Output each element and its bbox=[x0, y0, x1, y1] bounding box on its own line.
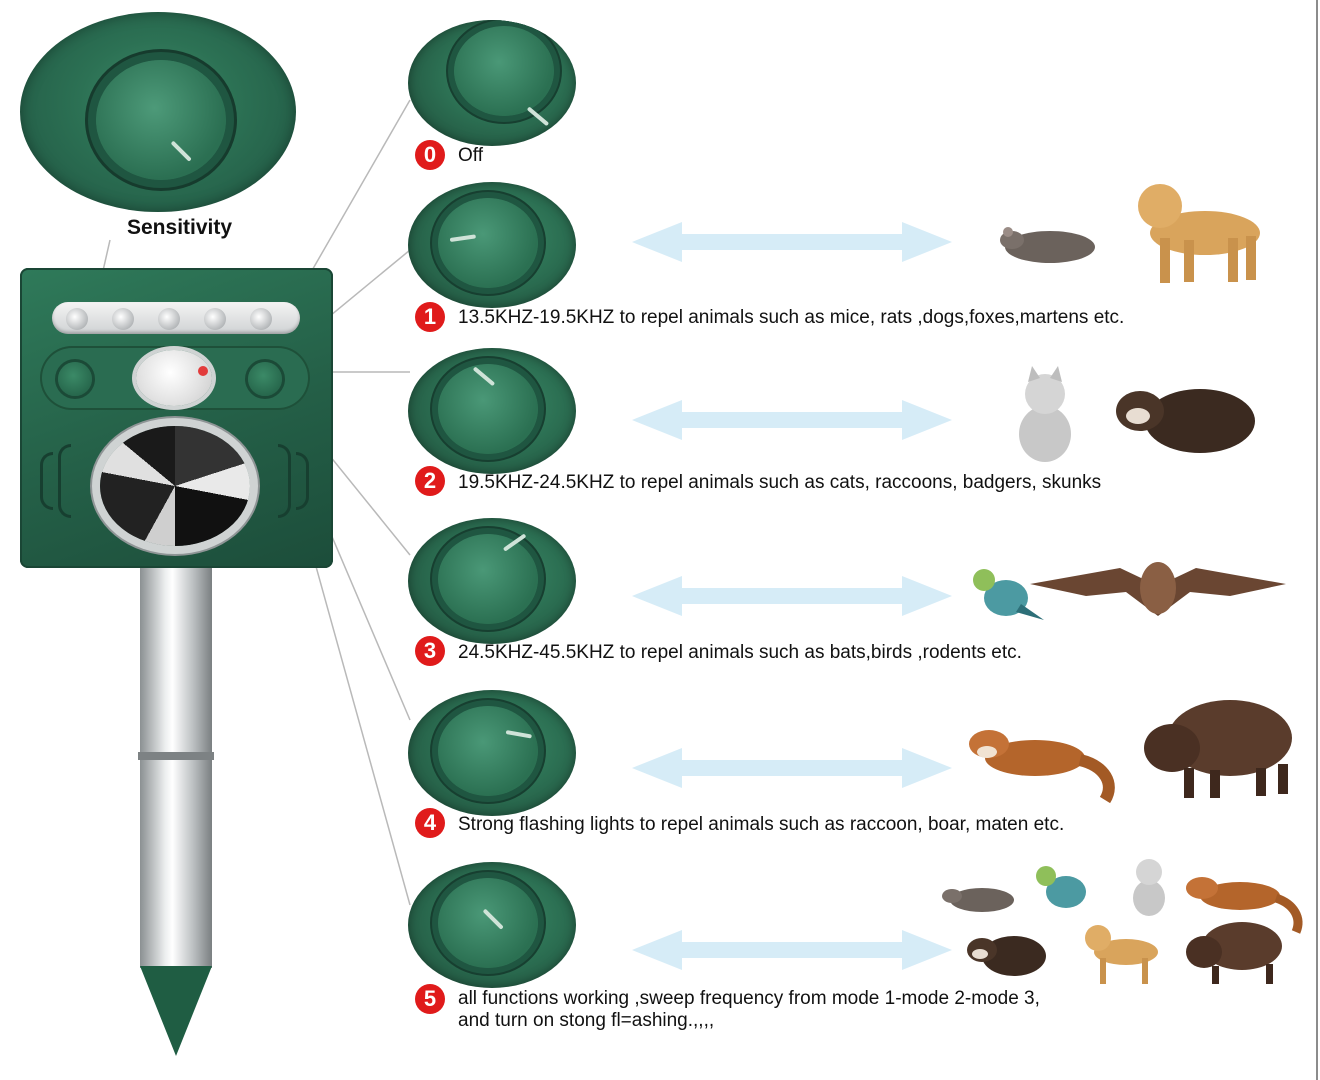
mode-description: 24.5KHZ-45.5KHZ to repel animals such as… bbox=[458, 642, 1022, 663]
dog-icon bbox=[1138, 184, 1260, 283]
ground-stake bbox=[140, 568, 212, 968]
mode-number-badge: 3 bbox=[415, 636, 445, 666]
mode-description: all functions working ,sweep frequency f… bbox=[458, 988, 1040, 1009]
stake-tip bbox=[140, 966, 212, 1056]
mode-knob-closeup bbox=[408, 862, 576, 988]
pir-sensor bbox=[136, 350, 212, 406]
mode-knob[interactable] bbox=[248, 362, 282, 396]
mouse-icon bbox=[942, 888, 1014, 912]
mode-knob-closeup bbox=[408, 348, 576, 474]
marten-icon bbox=[969, 730, 1115, 804]
mode-description: Off bbox=[458, 145, 483, 166]
frame-border bbox=[1316, 0, 1318, 1080]
stake-joint bbox=[138, 752, 214, 760]
mode-knob-closeup bbox=[408, 690, 576, 816]
mode-number-badge: 1 bbox=[415, 302, 445, 332]
led-light bbox=[112, 308, 134, 330]
led-light bbox=[204, 308, 226, 330]
sensitivity-label: Sensitivity bbox=[127, 216, 233, 239]
mode-description: 19.5KHZ-24.5KHZ to repel animals such as… bbox=[458, 472, 1102, 493]
bird-icon bbox=[1036, 866, 1086, 908]
marten-icon bbox=[1186, 877, 1303, 934]
dog-icon bbox=[1085, 925, 1158, 984]
frequency-arrow bbox=[632, 576, 952, 616]
boar-icon bbox=[1186, 922, 1282, 984]
bat-icon bbox=[1030, 562, 1286, 616]
ferret-icon bbox=[1116, 389, 1255, 453]
led-light bbox=[158, 308, 180, 330]
led-light bbox=[66, 308, 88, 330]
frequency-arrow bbox=[632, 400, 952, 440]
mode-description: Strong flashing lights to repel animals … bbox=[458, 814, 1065, 835]
bird-icon bbox=[973, 569, 1044, 620]
sensitivity-knob[interactable] bbox=[58, 362, 92, 396]
mode-number-badge: 5 bbox=[415, 984, 445, 1014]
frequency-arrow bbox=[632, 748, 952, 788]
mode-knob-closeup bbox=[408, 20, 576, 146]
mode-description: 13.5KHZ-19.5KHZ to repel animals such as… bbox=[458, 307, 1125, 328]
mouse-icon bbox=[1000, 227, 1095, 263]
speaker-grille bbox=[40, 452, 53, 510]
ultrasonic-speaker bbox=[100, 426, 250, 546]
led-light bbox=[250, 308, 272, 330]
mode-knob-closeup bbox=[408, 518, 576, 644]
speaker-grille bbox=[58, 444, 71, 518]
ferret-icon bbox=[967, 936, 1046, 976]
boar-icon bbox=[1144, 700, 1292, 798]
frequency-arrow bbox=[632, 930, 952, 970]
frequency-arrow bbox=[632, 222, 952, 262]
indicator-light bbox=[198, 366, 208, 376]
mode-knob-closeup bbox=[408, 182, 576, 308]
mode-number-badge: 2 bbox=[415, 466, 445, 496]
speaker-grille bbox=[278, 444, 291, 518]
cat-icon bbox=[1019, 366, 1071, 462]
speaker-grille bbox=[296, 452, 309, 510]
sensitivity-closeup bbox=[20, 12, 296, 212]
mode-number-badge: 4 bbox=[415, 808, 445, 838]
cat-icon bbox=[1133, 859, 1165, 916]
mode-number-badge: 0 bbox=[415, 140, 445, 170]
mode-description-continued: and turn on stong fl=ashing.,,,, bbox=[458, 1010, 715, 1031]
